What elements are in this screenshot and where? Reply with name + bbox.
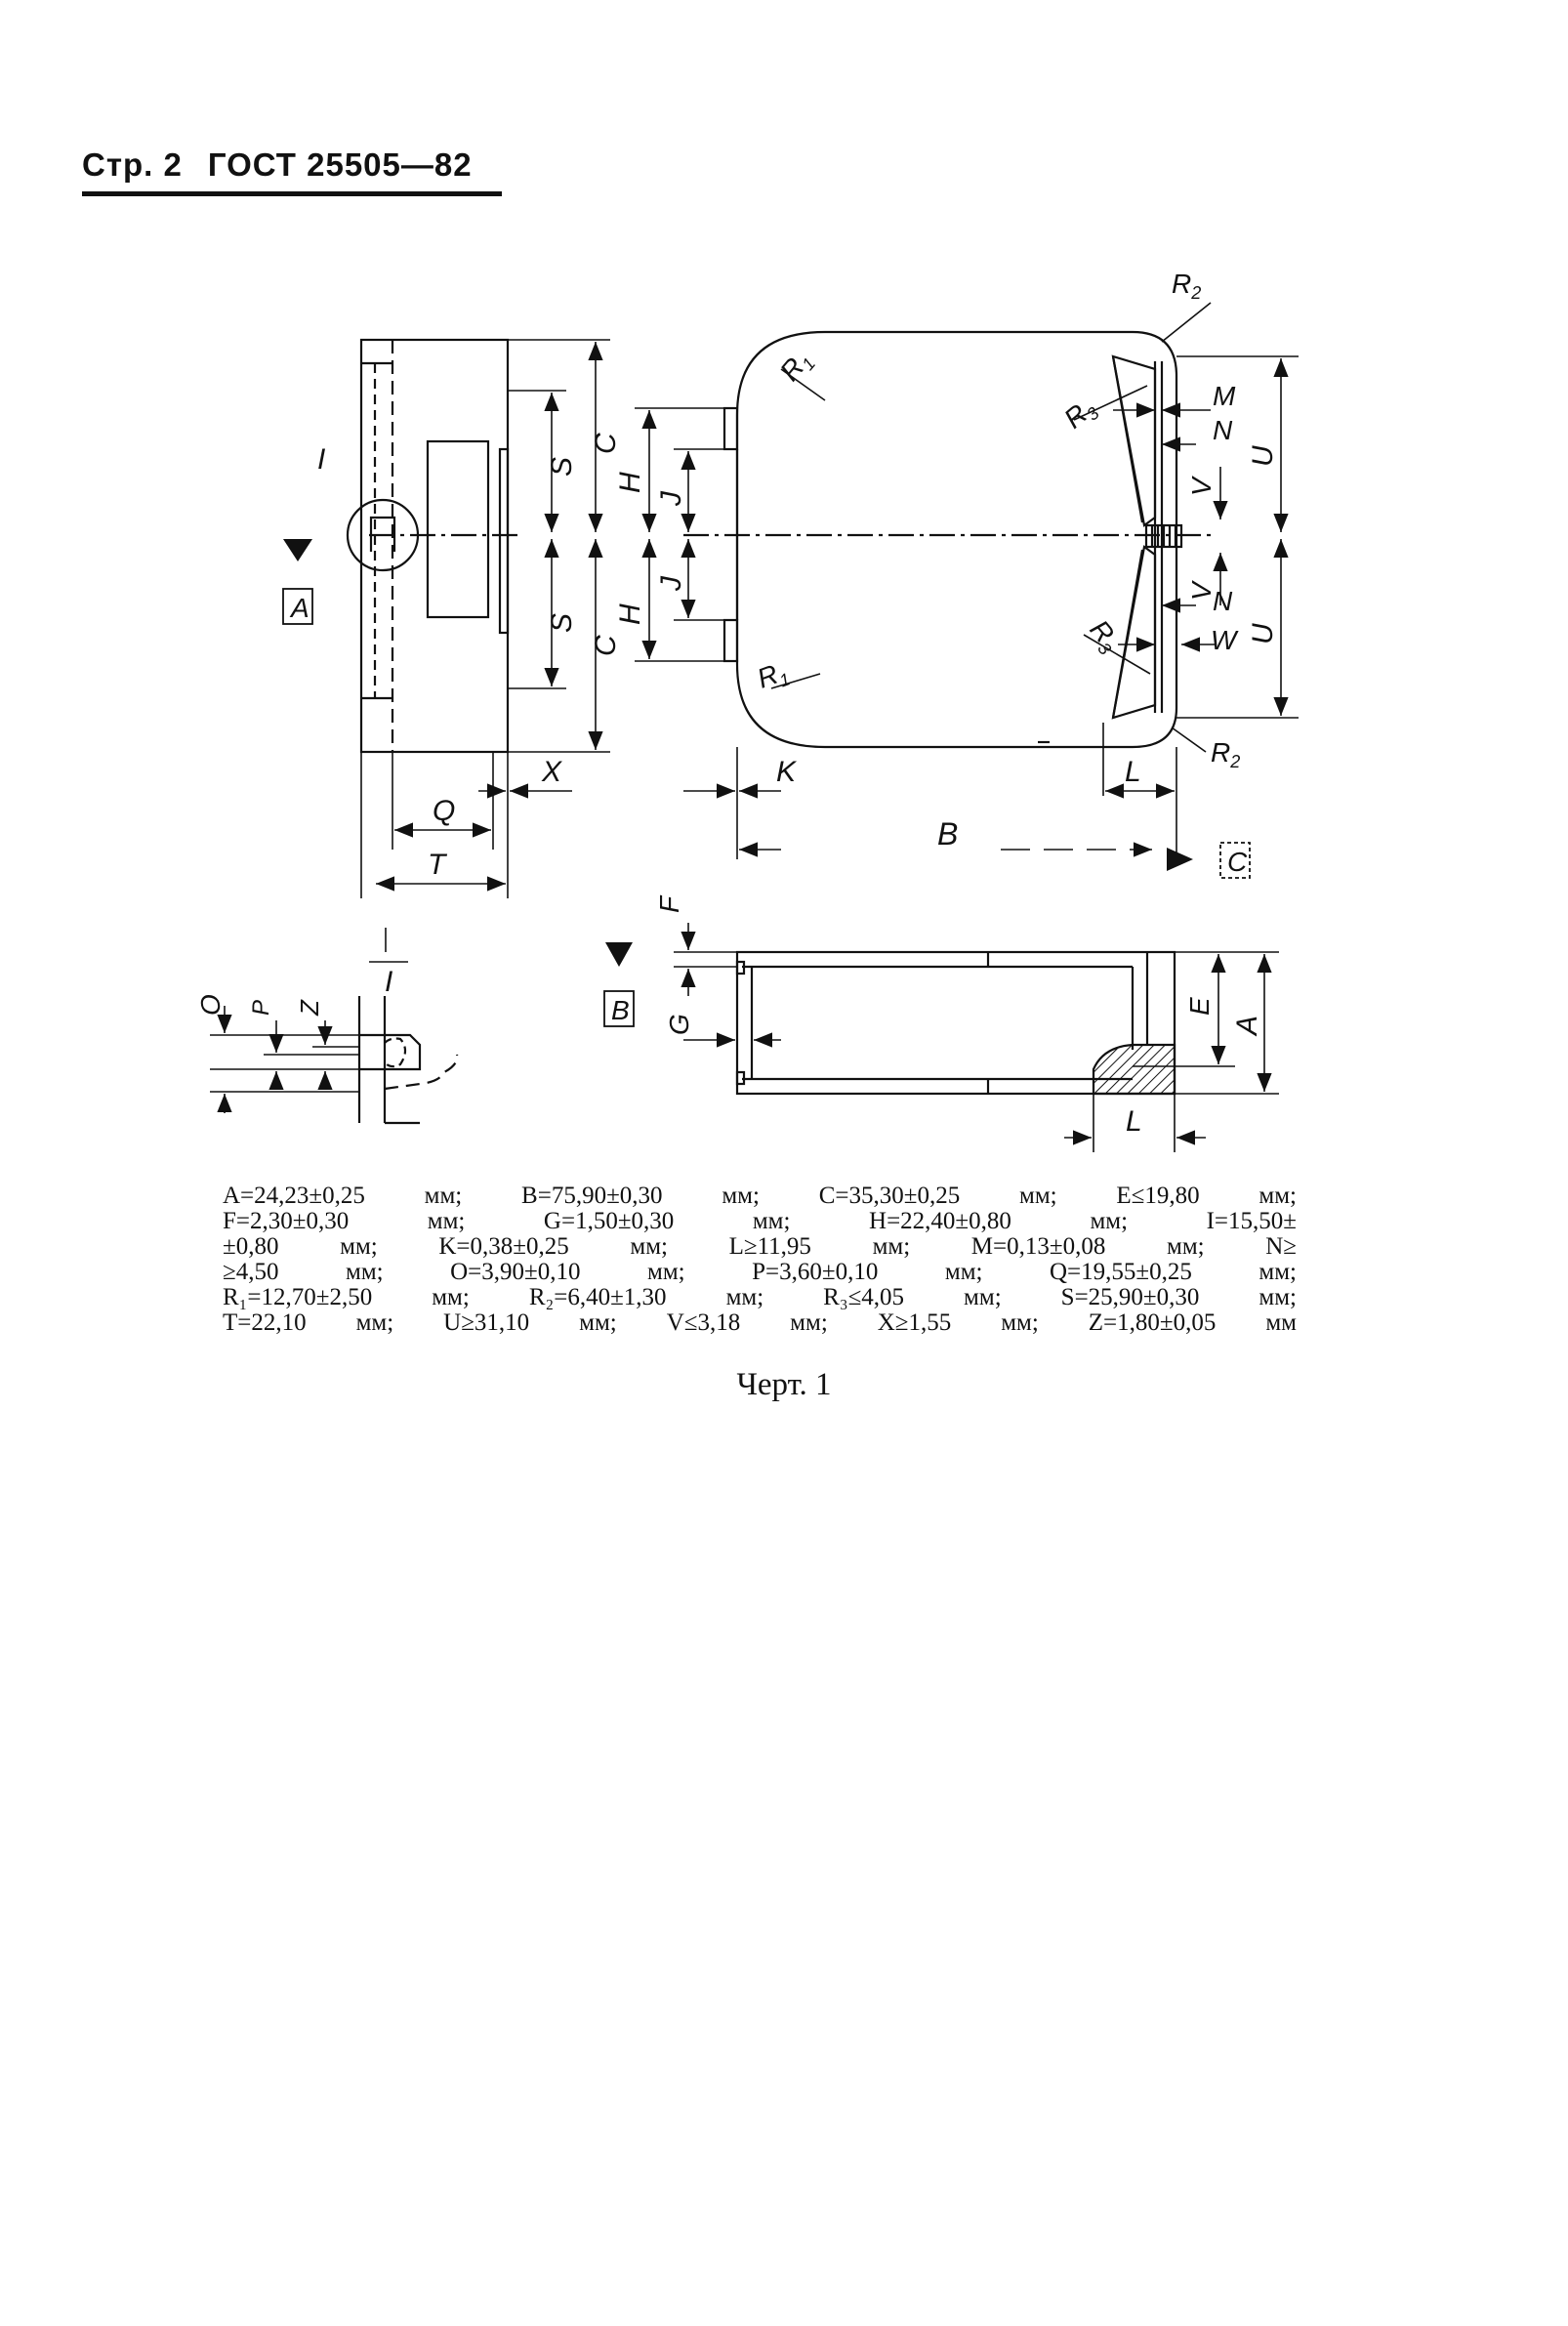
params-line-2: F=2,30±0,30 мм; G=1,50±0,30 мм; H=22,40±… (223, 1208, 1297, 1234)
view-c-label: C (1227, 847, 1248, 877)
dim-v-top: V (1186, 476, 1217, 496)
front-view (683, 330, 1216, 749)
dim-m: M (1213, 381, 1236, 411)
detail-i (357, 996, 459, 1125)
dim-w: W (1211, 625, 1239, 655)
dim-j-bottom: J (655, 575, 687, 592)
detail-i-dimensions (210, 928, 408, 1113)
page-header: Стр. 2 ГОСТ 25505—82 (82, 146, 473, 184)
dim-n-bottom: N (1213, 586, 1233, 616)
view-b-box (603, 990, 635, 1027)
dim-h-bottom: H (614, 603, 646, 625)
dim-f: F (654, 894, 684, 913)
dim-a: A (1231, 1016, 1263, 1037)
dim-h-top: H (614, 472, 646, 493)
dim-v-bottom: V (1186, 580, 1217, 601)
dim-r3-top: R3 (1058, 392, 1103, 436)
view-a-label: A (289, 593, 309, 623)
dim-x: X (541, 756, 562, 788)
view-a-box (282, 588, 313, 625)
bottom-view-dimensions (674, 923, 1279, 1152)
front-view-dimensions (635, 302, 1299, 859)
detail-i-title: I (385, 966, 392, 998)
dim-r2-top: R2 (1172, 269, 1201, 303)
detail-i-callout: I (317, 443, 325, 476)
dim-r1-bottom: R1 (753, 655, 792, 697)
page-number: Стр. 2 (82, 146, 183, 183)
dim-e: E (1184, 997, 1215, 1016)
side-view (346, 338, 517, 754)
params-line-1: A=24,23±0,25 мм; B=75,90±0,30 мм; C=35,3… (223, 1183, 1297, 1209)
dim-p: P (248, 1000, 274, 1016)
dim-c-top: C (590, 433, 622, 454)
view-markers (283, 539, 1193, 967)
dim-z: Z (295, 999, 324, 1017)
dim-r1-top: R1 (774, 345, 819, 390)
dim-s-top: S (546, 457, 578, 477)
dim-k: K (776, 756, 798, 788)
view-c-box (1219, 842, 1251, 879)
view-b-label: B (611, 995, 630, 1025)
dim-j-top: J (655, 490, 687, 507)
standard-number: ГОСТ 25505—82 (207, 146, 473, 183)
params-line-5: R₁=12,70±2,50 мм; R₂=6,40±1,30 мм; R₃≤4,… (223, 1284, 1297, 1310)
dimension-values: A=24,23±0,25 мм; B=75,90±0,30 мм; C=35,3… (223, 1184, 1297, 1336)
params-line-3: ±0,80 мм; K=0,38±0,25 мм; L≥11,95 мм; M=… (223, 1233, 1297, 1260)
dim-r2-bottom: R2 (1211, 737, 1240, 771)
figure-caption: Черт. 1 (736, 1367, 832, 1402)
dim-g: G (664, 1014, 694, 1035)
dim-t: T (428, 849, 448, 881)
dim-o: O (195, 994, 226, 1016)
view-c-marker (1167, 848, 1193, 871)
params-line-6: T=22,10 мм; U≥31,10 мм; V≤3,18 мм; X≥1,5… (223, 1309, 1297, 1336)
dim-s-bottom: S (546, 613, 578, 633)
header-rule (82, 191, 502, 196)
dim-b: B (937, 816, 958, 851)
technical-drawing: A C B I I S S C C Q T X H H J J K B R1 R… (195, 269, 1299, 1152)
dim-c-bottom: C (590, 635, 622, 656)
dim-r3-bottom: R3 (1081, 614, 1126, 659)
side-view-dimensions (360, 339, 610, 898)
dim-u-bottom: U (1247, 623, 1279, 644)
dim-l-front: L (1125, 756, 1141, 788)
bottom-view (735, 950, 1176, 1096)
dim-n-top: N (1213, 415, 1233, 445)
view-b-marker (605, 942, 633, 967)
params-line-4: ≥4,50 мм; O=3,90±0,10 мм; P=3,60±0,10 мм… (223, 1259, 1297, 1285)
dim-u-top: U (1247, 445, 1279, 467)
view-a-marker (283, 539, 312, 561)
dim-l-bottom: L (1126, 1105, 1142, 1138)
dim-q: Q (433, 795, 455, 827)
